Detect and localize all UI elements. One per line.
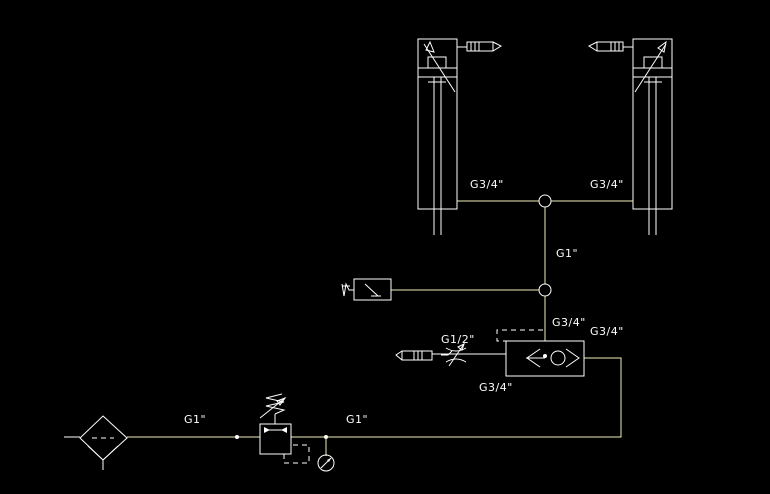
shuttle-top-label: G3/4" xyxy=(552,316,586,329)
right-cushion-valve-icon xyxy=(587,41,624,52)
left-cylinder-icon xyxy=(417,38,467,235)
throttle-label: G1/2" xyxy=(441,333,475,346)
throttle-valve-icon xyxy=(432,343,506,367)
shuttle-valve-icon xyxy=(496,329,585,377)
manifold-line-label: G1" xyxy=(556,247,578,260)
supply-left-label: G1" xyxy=(184,413,206,426)
supply-line xyxy=(127,357,622,456)
manual-valve-icon xyxy=(341,278,392,301)
shuttle-bottom-label: G3/4" xyxy=(479,381,513,394)
pressure-regulator-icon xyxy=(259,393,310,464)
left-cylinder-port-label: G3/4" xyxy=(470,178,504,191)
supply-right-label: G1" xyxy=(346,413,368,426)
upper-manifold xyxy=(391,194,633,341)
right-cylinder-port-label: G3/4" xyxy=(590,178,624,191)
filter-icon xyxy=(64,415,128,470)
silencer-icon xyxy=(395,350,433,361)
shuttle-right-label: G3/4" xyxy=(590,325,624,338)
left-cushion-valve-icon xyxy=(466,41,503,52)
pressure-gauge-icon xyxy=(317,454,335,472)
right-cylinder-icon xyxy=(623,38,673,235)
